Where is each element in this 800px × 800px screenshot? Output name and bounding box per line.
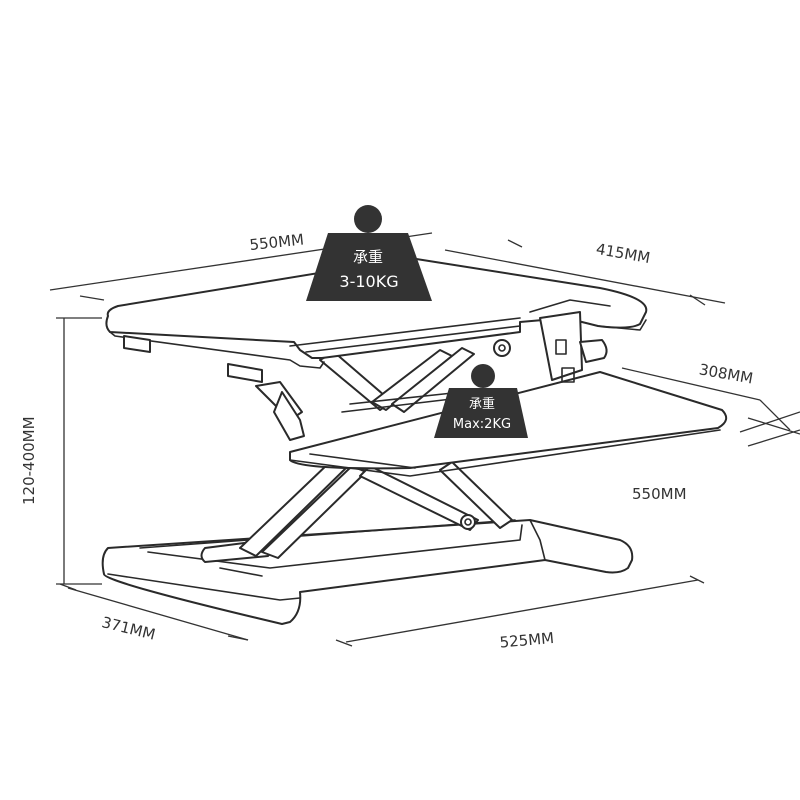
load-keyboard-value: Max:2KG [453,417,511,432]
dim-keyboard-depth: 308MM [698,360,755,387]
load-keyboard-label: 承重 [469,396,495,412]
dim-base-width: 525MM [499,629,555,652]
weight-icon [306,233,432,301]
dim-top-depth: 415MM [595,240,652,267]
load-badge-keyboard: 承重 Max:2KG [434,364,528,438]
dim-height-range: 120-400MM [20,416,38,505]
base-frame [101,519,634,625]
dim-keyboard-width: 550MM [632,485,687,503]
weight-knob-icon [471,364,495,388]
desktop-surface [105,257,648,441]
lower-scissor [239,461,513,559]
weight-icon [434,388,528,438]
dim-top-width: 550MM [249,231,305,255]
load-badge-top: 承重 3-10KG [306,205,432,301]
load-top-label: 承重 [353,248,383,266]
load-top-value: 3-10KG [339,272,398,291]
weight-knob-icon [354,205,382,233]
dim-base-depth: 371MM [100,613,157,644]
upper-scissor [319,347,475,413]
